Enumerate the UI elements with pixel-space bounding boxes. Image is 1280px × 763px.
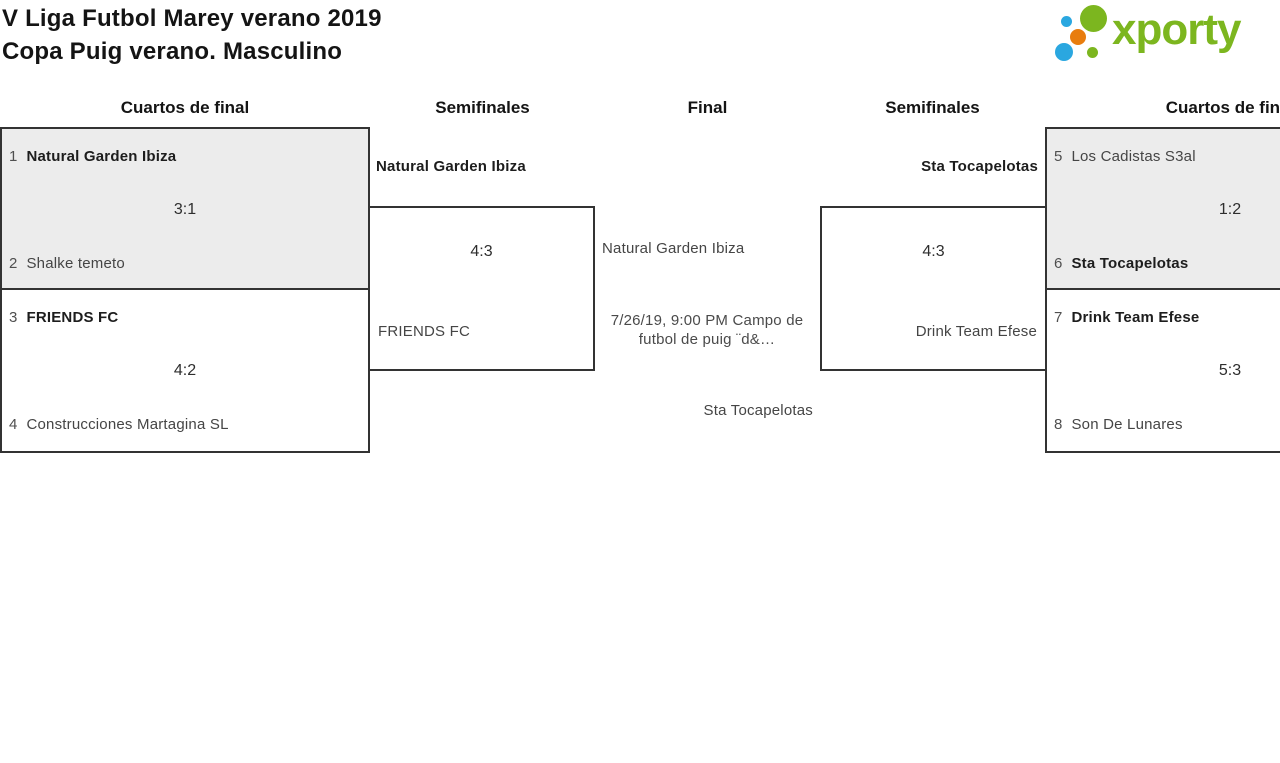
seed-number: 4 bbox=[9, 416, 18, 433]
team-name: Drink Team Efese bbox=[915, 323, 1037, 340]
team-name: Son De Lunares bbox=[1071, 416, 1183, 433]
team-name: Drink Team Efese bbox=[1071, 309, 1200, 326]
final-team-2: Sta Tocapelotas bbox=[703, 402, 813, 419]
logo-dot-blue-large-icon bbox=[1055, 43, 1073, 61]
match-row: 6 Sta Tocapelotas bbox=[1047, 254, 1280, 274]
match-score: 4:3 bbox=[470, 243, 493, 260]
match-row: 5 Los Cadistas S3al bbox=[1047, 147, 1280, 167]
match-row: 4 Construcciones Martagina SL bbox=[2, 415, 368, 435]
seed-number: 6 bbox=[1054, 255, 1063, 272]
final-team-1: Natural Garden Ibiza bbox=[602, 240, 745, 257]
match-semifinal-1[interactable]: 4:3 FRIENDS FC bbox=[368, 206, 595, 371]
team-name: Sta Tocapelotas bbox=[921, 158, 1038, 175]
logo-dot-green-large-icon bbox=[1080, 5, 1107, 32]
match-row: 7 Drink Team Efese bbox=[1047, 308, 1280, 328]
match-quarterfinal-1[interactable]: 1 Natural Garden Ibiza 3:1 2 Shalke teme… bbox=[0, 127, 370, 290]
team-name: Construcciones Martagina SL bbox=[26, 416, 229, 433]
match-row: 2 Shalke temeto bbox=[2, 254, 368, 274]
match-score: 1:2 bbox=[1218, 201, 1242, 218]
team-name: Los Cadistas S3al bbox=[1071, 148, 1196, 165]
seed-number: 3 bbox=[9, 309, 18, 326]
logo-dot-blue-small-icon bbox=[1061, 16, 1072, 27]
match-quarterfinal-4[interactable]: 7 Drink Team Efese 5:3 8 Son De Lunares bbox=[1045, 288, 1280, 453]
xporty-logo[interactable]: xporty bbox=[1050, 0, 1280, 70]
round-header-quarterfinals-left: Cuartos de final bbox=[120, 98, 250, 117]
team-name: FRIENDS FC bbox=[378, 323, 470, 340]
team-name: Sta Tocapelotas bbox=[1071, 255, 1189, 272]
seed-number: 2 bbox=[9, 255, 18, 272]
logo-dot-orange-icon bbox=[1070, 29, 1086, 45]
final-schedule: 7/26/19, 9:00 PM Campo de futbol de puig… bbox=[610, 312, 804, 348]
match-quarterfinal-2[interactable]: 3 FRIENDS FC 4:2 4 Construcciones Martag… bbox=[0, 288, 370, 453]
round-header-quarterfinals-right: Cuartos de final bbox=[1165, 98, 1280, 117]
logo-dot-green-small-icon bbox=[1087, 47, 1098, 58]
logo-wordmark: xporty bbox=[1112, 5, 1241, 54]
team-name: Shalke temeto bbox=[26, 255, 125, 272]
seed-number: 7 bbox=[1054, 309, 1063, 326]
match-semifinal-2[interactable]: 4:3 Drink Team Efese bbox=[820, 206, 1047, 371]
match-score: 3:1 bbox=[173, 201, 197, 218]
round-header-final: Final bbox=[687, 98, 728, 117]
tournament-title: V Liga Futbol Marey verano 2019 bbox=[2, 5, 382, 32]
seed-number: 1 bbox=[9, 148, 18, 165]
team-name: FRIENDS FC bbox=[26, 309, 119, 326]
match-score: 5:3 bbox=[1218, 362, 1242, 379]
match-quarterfinal-3[interactable]: 5 Los Cadistas S3al 1:2 6 Sta Tocapelota… bbox=[1045, 127, 1280, 290]
seed-number: 8 bbox=[1054, 416, 1063, 433]
match-score: 4:3 bbox=[922, 243, 945, 260]
match-row: 1 Natural Garden Ibiza bbox=[2, 147, 368, 167]
team-name: Natural Garden Ibiza bbox=[376, 158, 526, 175]
team-name: Natural Garden Ibiza bbox=[26, 148, 177, 165]
competition-subtitle: Copa Puig verano. Masculino bbox=[2, 38, 343, 65]
seed-number: 5 bbox=[1054, 148, 1063, 165]
match-row: 3 FRIENDS FC bbox=[2, 308, 368, 328]
round-header-semifinals-left: Semifinales bbox=[435, 98, 530, 117]
match-score: 4:2 bbox=[173, 362, 197, 379]
round-header-semifinals-right: Semifinales bbox=[885, 98, 980, 117]
match-row: 8 Son De Lunares bbox=[1047, 415, 1280, 435]
